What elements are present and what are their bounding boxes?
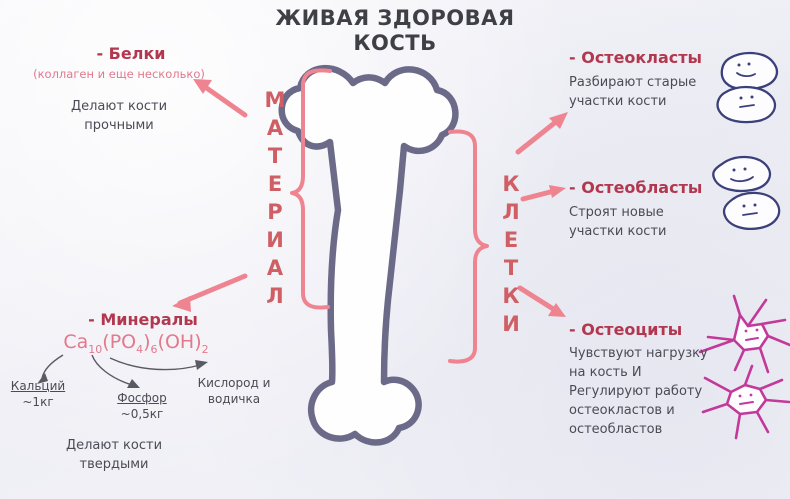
minerals-block: - Минералы Ca10(PO4)6(OH)2 bbox=[10, 310, 250, 356]
minerals-heading: - Минералы bbox=[88, 310, 198, 329]
cells-letter-3: Т bbox=[503, 256, 519, 280]
arrow-to-osteoclasts bbox=[515, 112, 568, 155]
mineral-component-phosphorus: Фосфор ~0,5кг bbox=[104, 390, 180, 422]
vertical-label-material: М А Т Е Р И А Л bbox=[258, 86, 292, 310]
osteoclasts-heading: - Остеокласты bbox=[569, 48, 703, 67]
cells-letter-1: Л bbox=[502, 200, 520, 224]
osteoclasts-description: Разбирают старые участки кости bbox=[569, 73, 729, 111]
osteocytes-description-line5: остеобластов bbox=[569, 422, 663, 437]
arrow-formula-to-oxygen bbox=[109, 357, 208, 371]
blob-cell-icon bbox=[722, 191, 781, 230]
mineral-component-calcium: Кальций ~1кг bbox=[2, 378, 74, 410]
proteins-description-line1: Делают кости bbox=[70, 99, 168, 114]
mineral-component-oxygen: Кислород и водичка bbox=[186, 375, 282, 407]
osteocytes-description-line4: остеокластов и bbox=[569, 403, 675, 418]
cells-letter-4: К bbox=[502, 284, 520, 308]
osteoclasts-description-line1: Разбирают старые bbox=[569, 75, 697, 90]
phosphorus-name: Фосфор bbox=[117, 391, 167, 405]
arrow-formula-to-phosphorus bbox=[91, 354, 140, 388]
calcium-amount: ~1кг bbox=[22, 395, 54, 409]
material-letter-5: И bbox=[266, 228, 284, 252]
calcium-name: Кальций bbox=[10, 379, 66, 393]
curly-brace-left-icon bbox=[290, 68, 332, 310]
arrow-to-osteocytes bbox=[517, 285, 566, 317]
page-title-line1: ЖИВАЯ ЗДОРОВАЯ bbox=[275, 6, 515, 30]
arrow-to-osteoblasts bbox=[520, 185, 566, 202]
phosphorus-amount: ~0,5кг bbox=[120, 407, 164, 421]
cells-letter-2: Е bbox=[503, 228, 519, 252]
minerals-description-line2: твердыми bbox=[79, 457, 149, 472]
osteocytes-heading: - Остеоциты bbox=[569, 320, 683, 339]
oxygen-name: Кислород и bbox=[197, 376, 271, 390]
bone-icon bbox=[278, 65, 459, 446]
proteins-heading: - Белки bbox=[96, 44, 166, 63]
osteocytes-description: Чувствуют нагрузку на кость И Регулируют… bbox=[569, 344, 739, 439]
osteoclasts-description-line2: участки кости bbox=[569, 94, 667, 109]
osteocyte-cell-group bbox=[698, 294, 790, 440]
material-letter-0: М bbox=[264, 88, 286, 112]
osteocytes-description-line2: на кость И bbox=[569, 365, 642, 380]
osteocytes-description-line1: Чувствуют нагрузку bbox=[569, 346, 708, 361]
minerals-description-line1: Делают кости bbox=[65, 438, 163, 453]
material-letter-3: Е bbox=[267, 172, 283, 196]
proteins-description: Делают кости прочными bbox=[14, 97, 224, 135]
material-letter-6: А bbox=[266, 256, 284, 280]
minerals-description: Делают кости твердыми bbox=[26, 436, 202, 474]
star-cell-icon bbox=[698, 294, 790, 374]
osteoblasts-description-line2: участки кости bbox=[569, 224, 667, 239]
page-title: ЖИВАЯ ЗДОРОВАЯ КОСТЬ bbox=[0, 6, 790, 56]
blob-cell-icon bbox=[716, 85, 777, 124]
page-title-line2: КОСТЬ bbox=[353, 31, 437, 55]
osteoclast-cell-group bbox=[716, 51, 779, 124]
curly-brace-right-icon bbox=[448, 129, 489, 364]
oxygen-amount: водичка bbox=[207, 392, 261, 406]
vertical-label-cells: К Л Е Т К И bbox=[494, 170, 528, 338]
arrow-to-proteins bbox=[193, 79, 248, 118]
osteoblast-cell-group bbox=[712, 155, 781, 230]
material-letter-4: Р bbox=[267, 200, 283, 224]
material-letter-1: А bbox=[266, 116, 284, 140]
material-letter-7: Л bbox=[266, 284, 284, 308]
osteoclasts-block: - Остеокласты Разбирают старые участки к… bbox=[569, 48, 729, 111]
blob-cell-icon bbox=[712, 155, 772, 193]
minerals-formula: Ca10(PO4)6(OH)2 bbox=[63, 331, 209, 356]
blob-cell-icon bbox=[720, 51, 779, 91]
material-letter-2: Т bbox=[267, 144, 283, 168]
osteoblasts-description: Строят новые участки кости bbox=[569, 203, 729, 241]
osteoblasts-block: - Остеобласты Строят новые участки кости bbox=[569, 178, 729, 241]
cells-letter-0: К bbox=[502, 172, 520, 196]
proteins-block: - Белки (коллаген и еще несколько) Делаю… bbox=[14, 44, 224, 135]
arrow-to-minerals bbox=[172, 273, 248, 312]
proteins-description-line2: прочными bbox=[84, 118, 154, 133]
star-cell-icon bbox=[701, 364, 790, 440]
osteocytes-block: - Остеоциты Чувствуют нагрузку на кость … bbox=[569, 320, 739, 439]
osteocytes-description-line3: Регулируют работу bbox=[569, 384, 703, 399]
osteoblasts-description-line1: Строят новые bbox=[569, 205, 664, 220]
proteins-note: (коллаген и еще несколько) bbox=[33, 67, 205, 81]
osteoblasts-heading: - Остеобласты bbox=[569, 178, 703, 197]
arrow-formula-to-calcium bbox=[37, 354, 64, 384]
cells-letter-5: И bbox=[502, 312, 520, 336]
